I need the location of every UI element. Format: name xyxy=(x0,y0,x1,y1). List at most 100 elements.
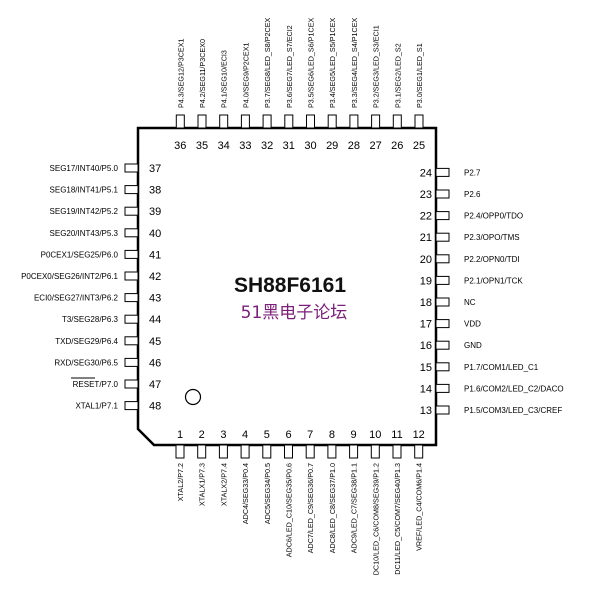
pin-number: 9 xyxy=(351,429,357,441)
pin-label: XTALX1/P7.3 xyxy=(198,463,207,506)
pin-lead xyxy=(435,405,450,415)
pin-number: 13 xyxy=(420,405,432,417)
pin-lead xyxy=(435,189,450,199)
pin-lead xyxy=(435,383,450,393)
pin-lead xyxy=(240,444,250,459)
pin-number: 21 xyxy=(420,232,432,244)
pin-lead xyxy=(240,114,250,129)
pin-label: VREF/LED_C4/COM6/P1.4 xyxy=(415,463,424,551)
pin-label: SEG19/INT42/P5.2 xyxy=(50,207,119,216)
pin-number: 12 xyxy=(413,429,425,441)
pin-number: 6 xyxy=(285,429,291,441)
pin-label: P2.7 xyxy=(464,168,481,177)
pins-layer: 1XTAL2/P7.22XTALX1/P7.33XTALX2/P7.44ADC4… xyxy=(21,18,564,576)
pin-number: 30 xyxy=(304,140,316,152)
pin-lead xyxy=(219,114,229,129)
pin-label: ADC9/LED_C7/SEG38/P1.1 xyxy=(350,463,359,553)
pin-number: 34 xyxy=(218,140,230,152)
pin-label: XTAL1/P7.1 xyxy=(75,402,118,411)
pin-number: 2 xyxy=(199,429,205,441)
pin-number: 35 xyxy=(196,140,208,152)
pin-number: 5 xyxy=(264,429,270,441)
pin-label: ECI0/SEG27/INT3/P6.2 xyxy=(34,294,119,303)
pin-label: DC10/LED_C6/COM8/SEG39/P1.2 xyxy=(371,463,380,575)
pin-label: P3.7/SEG8/LED_S8/P2CEX xyxy=(263,18,272,108)
pin-number: 1 xyxy=(177,429,183,441)
pin-lead xyxy=(124,185,139,195)
pin-lead xyxy=(392,444,402,459)
pin-lead xyxy=(124,357,139,367)
pin-number: 36 xyxy=(174,140,186,152)
pin-lead xyxy=(284,444,293,459)
pin-lead xyxy=(435,232,450,242)
pin-number: 18 xyxy=(420,297,432,309)
pin-lead xyxy=(327,444,337,459)
pin-lead xyxy=(175,444,185,459)
pin-lead xyxy=(370,444,380,459)
pin-lead xyxy=(124,293,139,303)
pin-label: ADC7/LED_C9/SEG36/P0.7 xyxy=(306,463,315,553)
pin-label: ADC6/LED_C10/SEG35/P0.6 xyxy=(285,463,294,557)
pin-lead xyxy=(327,114,337,129)
pin-number: 11 xyxy=(391,429,402,441)
pin-lead xyxy=(435,362,450,372)
pin-number: 47 xyxy=(149,379,161,391)
pin-number: 46 xyxy=(149,357,161,369)
pin-number: 14 xyxy=(420,383,432,395)
pin-label: SEG17/INT40/P5.0 xyxy=(50,164,119,173)
pin-number: 3 xyxy=(220,429,226,441)
chip-body xyxy=(136,126,438,447)
pin-label: XTAL2/P7.2 xyxy=(176,463,185,501)
pin-number: 38 xyxy=(149,185,161,197)
pin-lead xyxy=(435,340,450,350)
pin-number: 33 xyxy=(239,140,251,152)
pin-number: 39 xyxy=(149,206,161,218)
watermark-text: 51黑电子论坛 xyxy=(241,303,348,323)
pin-label: P4.3/SEG12/P3CEX1 xyxy=(176,38,185,108)
pin-label: P1.7/COM1/LED_C1 xyxy=(464,363,539,372)
pin-lead xyxy=(197,114,207,129)
pin-label: RESET/P7.0 xyxy=(73,380,119,389)
pin-label: SEG20/INT43/P5.3 xyxy=(50,229,119,238)
pin-number: 26 xyxy=(391,140,403,152)
pin-number: 19 xyxy=(420,275,432,287)
pin-label: P2.4/OPP0/TDO xyxy=(464,212,523,221)
pin-lead xyxy=(435,275,450,285)
pin-lead xyxy=(392,114,402,129)
pin-lead xyxy=(414,444,424,459)
pin-number: 29 xyxy=(326,140,338,152)
pin-number: 32 xyxy=(261,140,273,152)
pin-number: 23 xyxy=(420,189,432,201)
pin-lead xyxy=(124,163,139,173)
pin-number: 15 xyxy=(420,362,432,374)
pin-label: NC xyxy=(464,298,476,307)
pin-number: 8 xyxy=(329,429,335,441)
pin-number: 45 xyxy=(149,336,161,348)
pin-label: P1.6/COM2/LED_C2/DACO xyxy=(464,384,564,393)
pin-number: 43 xyxy=(149,293,161,305)
pin-lead xyxy=(305,444,315,459)
pin-number: 48 xyxy=(149,401,161,413)
pin1-marker xyxy=(184,388,202,406)
pin-number: 7 xyxy=(307,429,313,441)
pin-lead xyxy=(124,379,139,389)
pin-number: 37 xyxy=(149,163,161,175)
pin-label: P3.0/SEG1/LED_S1 xyxy=(415,43,424,108)
pin-lead xyxy=(262,444,272,459)
pin-number: 31 xyxy=(283,140,295,152)
pin-lead xyxy=(435,254,450,264)
pin-number: 22 xyxy=(420,211,432,223)
pin-label: P2.6 xyxy=(464,190,481,199)
pin-label: P2.1/OPN1/TCK xyxy=(464,276,523,285)
pin-label: RXD/SEG30/P6.5 xyxy=(54,358,118,367)
pin-number: 44 xyxy=(149,314,161,326)
pin-label: P0CEX0/SEG26/INT2/P6.1 xyxy=(21,272,118,281)
pin-lead xyxy=(262,114,272,129)
pin-number: 4 xyxy=(242,429,248,441)
pin-number: 16 xyxy=(420,340,432,352)
pin-lead xyxy=(197,444,207,459)
pin-lead xyxy=(435,297,450,307)
pin-number: 41 xyxy=(149,249,161,261)
pin-number: 10 xyxy=(369,429,381,441)
